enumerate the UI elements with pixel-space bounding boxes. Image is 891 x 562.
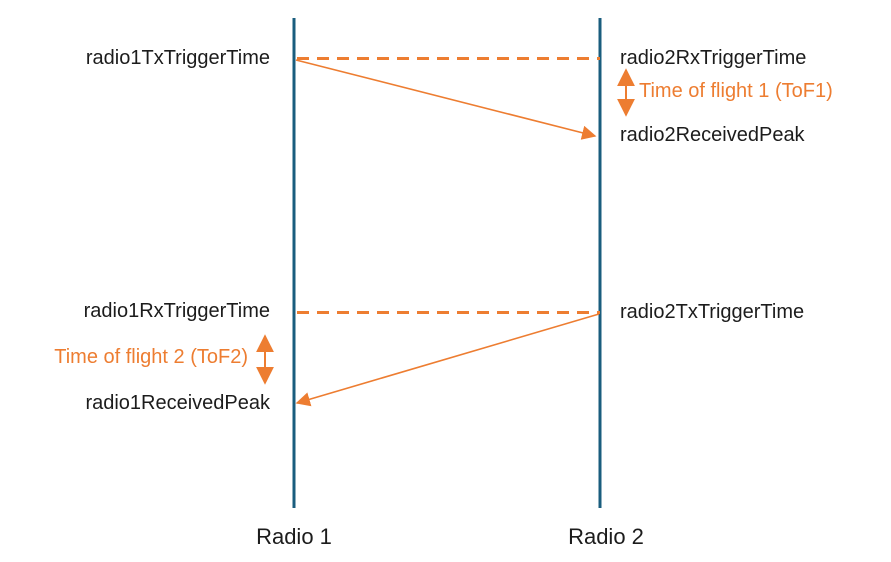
radio2-rx-trigger-label: radio2RxTriggerTime <box>620 47 807 69</box>
radio1-tx-trigger-label: radio1TxTriggerTime <box>85 47 270 69</box>
radio2-tx-trigger-label: radio2TxTriggerTime <box>620 301 805 323</box>
radio2-axis-title: Radio 2 <box>568 524 644 549</box>
signal-radio1-to-radio2-arrow <box>295 59 597 140</box>
radio1-received-peak-label: radio1ReceivedPeak <box>85 392 270 414</box>
radio1-rx-trigger-label: radio1RxTriggerTime <box>83 300 270 322</box>
radio1-axis-title: Radio 1 <box>256 524 332 549</box>
tof2-label: Time of flight 2 (ToF2) <box>54 346 248 368</box>
tof1-label: Time of flight 1 (ToF1) <box>639 80 833 102</box>
signal-radio2-to-radio1-arrow <box>295 313 600 407</box>
radio2-received-peak-label: radio2ReceivedPeak <box>620 124 805 146</box>
